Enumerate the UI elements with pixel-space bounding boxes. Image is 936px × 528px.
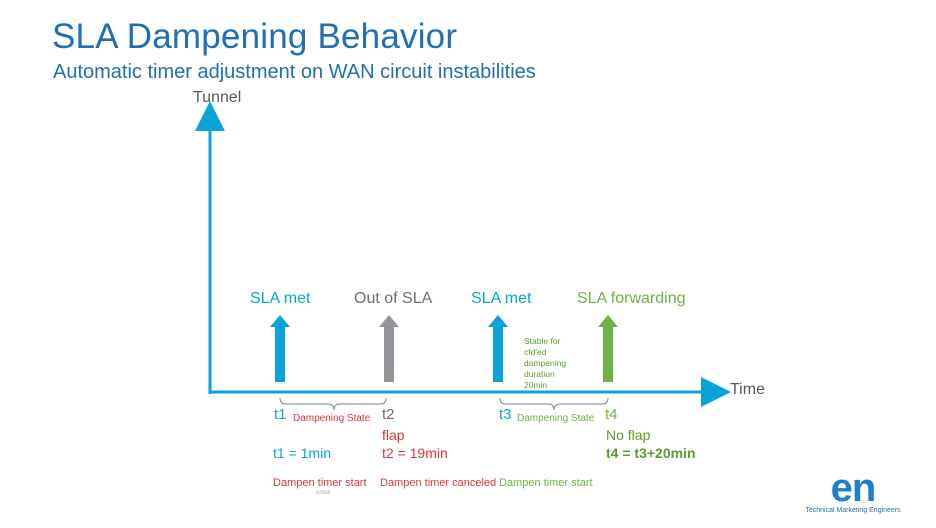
state-label-sla-met-2: SLA met (471, 290, 532, 307)
page-title: SLA Dampening Behavior (52, 17, 458, 56)
dampen-timer-canceled: Dampen timer canceled (380, 477, 497, 489)
state-arrow-sla-forwarding (598, 315, 618, 382)
t4-noflap-note: No flap (606, 427, 651, 443)
page-subtitle: Automatic timer adjustment on WAN circui… (53, 61, 536, 83)
state-label-sla-met-1: SLA met (250, 290, 311, 307)
dampening-brace-1 (279, 397, 387, 411)
dampening-state-label-1: Dampening State (293, 413, 371, 424)
state-arrow-out-of-sla (379, 315, 399, 382)
tick-t1: t1 (274, 406, 287, 423)
y-axis-label: Tunnel (193, 89, 242, 106)
tick-t2: t2 (382, 406, 395, 423)
dampening-state-label-2: Dampening State (517, 413, 595, 424)
t2-flap-note: flap (382, 427, 405, 443)
state-arrow-sla-met-1 (270, 315, 290, 382)
logo-text: Technical Marketing Engineers (805, 507, 901, 514)
t4-equation: t4 = t3+20min (606, 445, 696, 461)
dampening-brace-2 (499, 397, 609, 411)
x-axis-label: Time (730, 381, 765, 398)
state-label-out-of-sla: Out of SLA (354, 290, 433, 307)
brand-logo: en Technical Marketing Engineers (798, 466, 908, 514)
tick-t4: t4 (605, 406, 618, 423)
state-arrow-sla-met-2 (488, 315, 508, 382)
tick-t3: t3 (499, 406, 512, 423)
t1-equation: t1 = 1min (273, 445, 331, 461)
dampen-timer-start-1: Dampen timer start (273, 477, 367, 489)
t2-equation: t2 = 19min (382, 445, 448, 461)
state-label-sla-forwarding: SLA forwarding (577, 290, 686, 307)
logo-mark: en (830, 466, 877, 510)
stable-note: Stable for cfd'ed dampening duration 20m… (524, 336, 567, 390)
fragment-text: ential (316, 490, 331, 496)
dampen-timer-start-2: Dampen timer start (499, 477, 593, 489)
